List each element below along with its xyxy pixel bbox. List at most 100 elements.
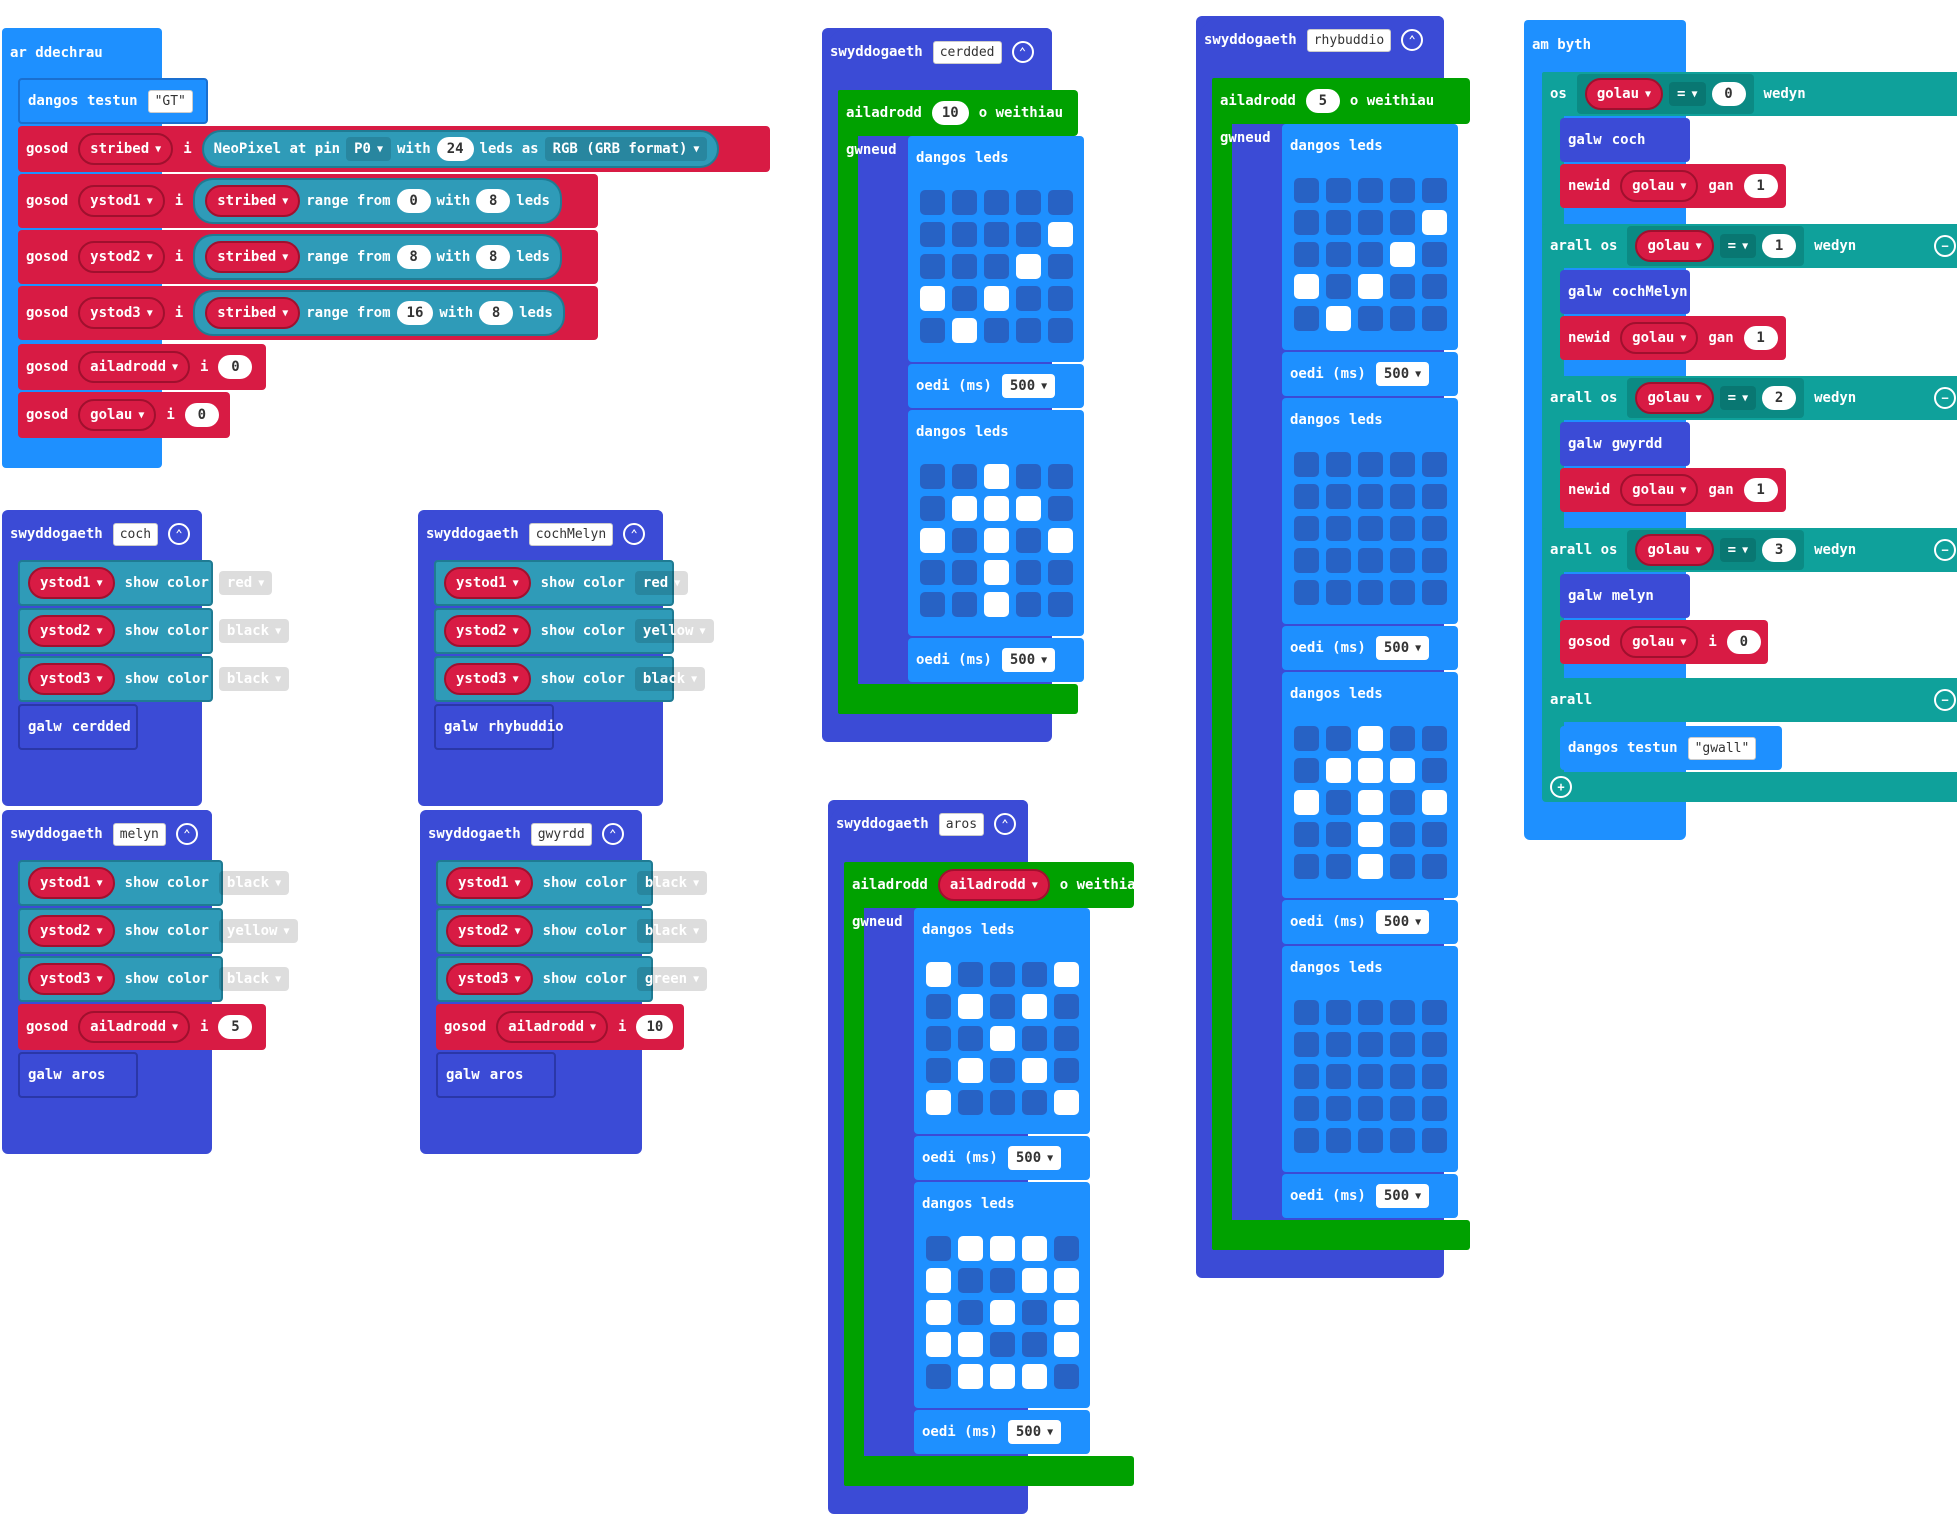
led-cell[interactable] <box>952 254 977 279</box>
led-cell[interactable] <box>1022 994 1047 1019</box>
value-input[interactable]: 1 <box>1743 174 1778 198</box>
compare-block[interactable]: golau▼=▼1 <box>1627 226 1805 266</box>
led-cell[interactable] <box>1294 306 1319 331</box>
led-cell[interactable] <box>952 222 977 247</box>
pause-duration-dropdown[interactable]: 500▼ <box>1001 648 1056 672</box>
led-cell[interactable] <box>1422 484 1447 509</box>
pause-block[interactable]: oedi (ms)500▼ <box>914 1410 1090 1454</box>
range-variable[interactable]: ystod2▼ <box>28 915 115 947</box>
led-cell[interactable] <box>1294 822 1319 847</box>
collapse-up-icon[interactable]: ⌃ <box>175 823 198 845</box>
led-cell[interactable] <box>1422 726 1447 751</box>
repeat-count-input[interactable]: 5 <box>1305 89 1340 113</box>
led-cell[interactable] <box>952 528 977 553</box>
led-cell[interactable] <box>926 1236 951 1261</box>
led-cell[interactable] <box>1022 1090 1047 1115</box>
led-cell[interactable] <box>1294 242 1319 267</box>
range-count-input[interactable]: 8 <box>476 189 511 213</box>
range-variable[interactable]: ystod1▼ <box>28 567 115 599</box>
led-cell[interactable] <box>1326 484 1351 509</box>
led-matrix[interactable] <box>926 1236 1079 1389</box>
led-cell[interactable] <box>990 962 1015 987</box>
function-name-field[interactable]: cochMelyn <box>528 522 614 546</box>
led-cell[interactable] <box>984 254 1009 279</box>
led-cell[interactable] <box>1326 178 1351 203</box>
pin-dropdown[interactable]: P0▼ <box>346 137 391 161</box>
else-row[interactable]: arall− <box>1542 678 1957 722</box>
led-cell[interactable] <box>1294 548 1319 573</box>
led-cell[interactable] <box>1358 178 1383 203</box>
led-cell[interactable] <box>990 1268 1015 1293</box>
led-cell[interactable] <box>1358 726 1383 751</box>
led-cell[interactable] <box>1294 580 1319 605</box>
variable-dropdown[interactable]: golau▼ <box>1620 474 1699 506</box>
led-cell[interactable] <box>1358 580 1383 605</box>
pause-duration-dropdown[interactable]: 500▼ <box>1375 910 1430 934</box>
led-cell[interactable] <box>1326 822 1351 847</box>
pause-block[interactable]: oedi (ms)500▼ <box>908 364 1084 408</box>
led-cell[interactable] <box>1016 592 1041 617</box>
led-cell[interactable] <box>1358 822 1383 847</box>
led-cell[interactable] <box>958 1236 983 1261</box>
remove-branch-icon[interactable]: − <box>1934 235 1956 257</box>
led-cell[interactable] <box>1016 560 1041 585</box>
collapse-up-icon[interactable]: ⌃ <box>623 523 646 545</box>
led-cell[interactable] <box>1358 452 1383 477</box>
led-cell[interactable] <box>1022 962 1047 987</box>
variable-dropdown[interactable]: golau▼ <box>1620 626 1699 658</box>
color-dropdown[interactable]: green▼ <box>636 967 708 991</box>
led-cell[interactable] <box>1048 528 1073 553</box>
pause-duration-dropdown[interactable]: 500▼ <box>1375 362 1430 386</box>
function-name-field[interactable]: aros <box>938 812 985 836</box>
function-name-field[interactable]: rhybuddio <box>1306 28 1392 52</box>
remove-branch-icon[interactable]: − <box>1934 387 1956 409</box>
pause-duration-dropdown[interactable]: 500▼ <box>1375 636 1430 660</box>
led-cell[interactable] <box>1294 1128 1319 1153</box>
led-matrix[interactable] <box>920 464 1073 617</box>
led-matrix[interactable] <box>920 190 1073 343</box>
led-cell[interactable] <box>1022 1026 1047 1051</box>
color-dropdown[interactable]: black▼ <box>636 871 708 895</box>
led-cell[interactable] <box>984 190 1009 215</box>
led-cell[interactable] <box>1022 1268 1047 1293</box>
led-cell[interactable] <box>1358 516 1383 541</box>
range-variable[interactable]: ystod1▼ <box>28 867 115 899</box>
led-cell[interactable] <box>1054 1300 1079 1325</box>
led-cell[interactable] <box>1054 1058 1079 1083</box>
led-cell[interactable] <box>984 528 1009 553</box>
range-variable[interactable]: ystod2▼ <box>444 615 531 647</box>
led-cell[interactable] <box>1294 1096 1319 1121</box>
variable-dropdown[interactable]: golau▼ <box>1620 170 1699 202</box>
led-cell[interactable] <box>1358 274 1383 299</box>
color-dropdown[interactable]: black▼ <box>218 871 290 895</box>
variable-dropdown[interactable]: ystod2▼ <box>78 241 165 273</box>
led-cell[interactable] <box>1326 210 1351 235</box>
led-cell[interactable] <box>1048 560 1073 585</box>
led-cell[interactable] <box>926 1058 951 1083</box>
led-cell[interactable] <box>952 496 977 521</box>
led-cell[interactable] <box>1390 548 1415 573</box>
led-cell[interactable] <box>1422 822 1447 847</box>
pause-block[interactable]: oedi (ms)500▼ <box>1282 900 1458 944</box>
variable-dropdown[interactable]: stribed▼ <box>78 133 174 165</box>
led-cell[interactable] <box>1054 1332 1079 1357</box>
led-cell[interactable] <box>1422 1096 1447 1121</box>
range-start-input[interactable]: 8 <box>396 245 431 269</box>
led-cell[interactable] <box>926 1364 951 1389</box>
led-cell[interactable] <box>1022 1058 1047 1083</box>
led-cell[interactable] <box>1390 306 1415 331</box>
led-cell[interactable] <box>984 464 1009 489</box>
